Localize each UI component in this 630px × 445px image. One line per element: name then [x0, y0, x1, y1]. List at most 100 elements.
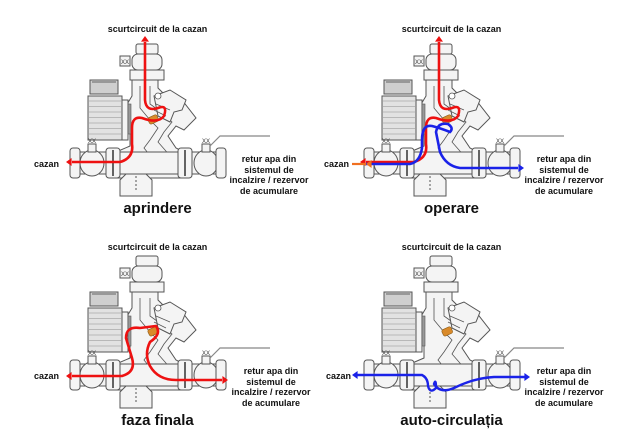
flow-arrowhead [222, 376, 228, 384]
flow-path-hot [72, 42, 167, 164]
top-fitting [425, 53, 457, 71]
flow-path-hot [366, 42, 461, 164]
flow-path-cold [354, 373, 526, 392]
flow-arrowhead [435, 36, 443, 42]
label-boiler: cazan [326, 371, 352, 381]
valve-assembly-diagram: XX XX XX [352, 36, 564, 197]
vent-valve [413, 267, 425, 279]
housing-bolt [448, 92, 456, 100]
label-bypass-from-boiler: scurtcircuit de la cazan [107, 24, 208, 34]
inner-channel [149, 298, 173, 371]
right-ball-valve [193, 361, 219, 389]
panel-title: faza finala [121, 412, 194, 429]
cartridge-spring [153, 315, 171, 329]
vent-valve-mark: XX [415, 272, 423, 278]
valve-assembly-diagram: XX XX XX [66, 36, 270, 197]
top-collar [129, 281, 165, 293]
right-end-nut [215, 359, 227, 391]
flow-path-hot [72, 324, 222, 382]
label-bypass-from-boiler: scurtcircuit de la cazan [401, 242, 502, 252]
valve-handle-lever [209, 347, 270, 359]
left-valve-stem [381, 143, 391, 153]
label-bypass-from-boiler: scurtcircuit de la cazan [107, 242, 208, 252]
top-nut [429, 255, 453, 267]
pump-terminal-cap [386, 80, 410, 83]
pump-terminal-cap [386, 292, 410, 295]
left-valve-stem [381, 355, 391, 365]
top-nut [135, 43, 159, 55]
pump-motor [87, 307, 123, 353]
left-valve-stem [87, 143, 97, 153]
thermostatic-element [441, 326, 453, 337]
right-valve-mark: XX [202, 139, 210, 145]
valve-handle-lever [209, 135, 270, 147]
right-valve-mark: XX [496, 351, 504, 357]
vent-valve [119, 55, 131, 67]
pump-motor [87, 95, 123, 141]
flow-arrowhead [141, 36, 149, 42]
right-valve-stem [495, 355, 505, 365]
right-end-nut [509, 359, 521, 391]
top-nut [135, 255, 159, 267]
right-valve-stem [495, 143, 505, 153]
inner-channel [443, 298, 467, 371]
flow-arrowhead [366, 160, 372, 168]
right-end-nut [509, 147, 521, 179]
top-fitting [131, 265, 163, 283]
left-valve-stem [87, 355, 97, 365]
valve-handle-lever [503, 135, 564, 147]
cartridge-spring [447, 315, 465, 329]
label-boiler: cazan [34, 159, 60, 169]
flow-arrowhead [66, 372, 72, 380]
left-valve-mark: XX [382, 139, 390, 145]
housing-bolt [448, 304, 456, 312]
label-system-return: retur apa din sistemul de incalzire / re… [229, 154, 309, 196]
flow-arrowhead [518, 164, 524, 172]
vent-valve-mark: XX [121, 60, 129, 66]
pump-gasket [127, 103, 132, 135]
right-valve-stem [201, 355, 211, 365]
panel-title: aprindere [123, 200, 192, 217]
right-ball-valve [193, 149, 219, 177]
panel-title: operare [423, 200, 480, 217]
top-fitting [425, 265, 457, 283]
flow-arrowhead [352, 371, 358, 379]
label-system-return: retur apa din sistemul de incalzire / re… [524, 366, 604, 408]
left-valve-mark: XX [88, 351, 96, 357]
flow-arrowhead [524, 373, 530, 381]
pump-flange [415, 99, 423, 141]
vent-valve-mark: XX [415, 60, 423, 66]
left-valve-mark: XX [88, 139, 96, 145]
right-ball-valve [487, 149, 513, 177]
label-boiler: cazan [324, 159, 350, 169]
pump-gasket [421, 315, 426, 347]
label-boiler: cazan [34, 371, 60, 381]
right-valve-mark: XX [496, 139, 504, 145]
right-valve-mark: XX [202, 351, 210, 357]
flow-arrowhead [66, 158, 72, 166]
pump-motor [381, 95, 417, 141]
panel-title: auto-circulația [400, 412, 503, 429]
assembly-group: XX XX XX [352, 36, 564, 197]
pump-flange [121, 99, 129, 141]
right-valve-stem [201, 143, 211, 153]
housing-bolt [154, 304, 162, 312]
valve-handle-lever [503, 347, 564, 359]
top-collar [423, 69, 459, 81]
label-system-return: retur apa din sistemul de incalzire / re… [231, 366, 311, 408]
panel-aprindere: XX XX XX scurtcircuit de la cazan cazan re… [0, 0, 315, 222]
pump-terminal-cap [92, 292, 116, 295]
top-collar [129, 69, 165, 81]
top-fitting [131, 53, 163, 71]
top-nut [429, 43, 453, 55]
flow-path-cold [366, 122, 518, 170]
vent-valve [413, 55, 425, 67]
inner-channel [443, 86, 467, 159]
